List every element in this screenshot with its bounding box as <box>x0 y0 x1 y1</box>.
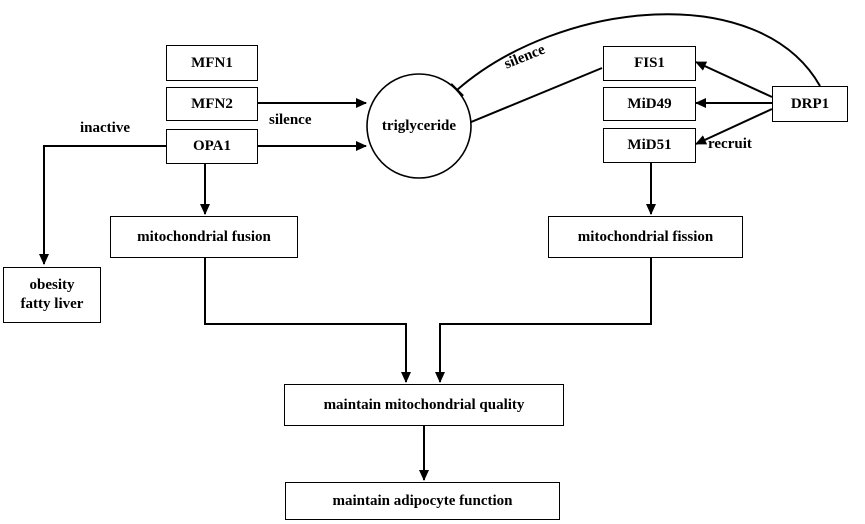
edge-fission-quality <box>435 258 652 383</box>
edge-drp1-fis1 <box>695 61 773 98</box>
mid49-node: MiD49 <box>603 87 696 121</box>
opa1-node: OPA1 <box>166 129 258 164</box>
silence-mfn2-label: silence <box>269 112 312 128</box>
recruit-label: recruit <box>708 136 752 152</box>
obesity-label: obesity <box>29 277 75 293</box>
fatty-liver-label: fatty liver <box>20 296 84 312</box>
maintain-mitochondrial-quality-node: maintain mitochondrial quality <box>284 384 564 426</box>
mid51-node: MiD51 <box>603 128 696 163</box>
edge-fusion-quality <box>204 258 411 383</box>
edge-drp1-triglyceride <box>456 13 821 91</box>
edge-fis1-triglyceride <box>458 67 603 128</box>
triglyceride-node-circle <box>366 73 472 179</box>
fis1-node: FIS1 <box>603 46 696 81</box>
maintain-adipocyte-function-node: maintain adipocyte function <box>285 482 560 520</box>
edge-opa1-obesity <box>39 145 166 265</box>
edge-drp1-mid51 <box>695 108 773 145</box>
drp1-node: DRP1 <box>772 86 848 122</box>
mfn1-node: MFN1 <box>166 45 258 81</box>
triglyceride-node: triglyceride <box>381 118 457 134</box>
mfn2-node: MFN2 <box>166 87 258 121</box>
mitochondrial-fission-node: mitochondrial fission <box>548 216 743 258</box>
inactive-label: inactive <box>80 120 130 136</box>
obesity-fatty-liver-node: obesity fatty liver <box>3 267 101 323</box>
mitochondrial-fusion-node: mitochondrial fusion <box>110 216 298 258</box>
